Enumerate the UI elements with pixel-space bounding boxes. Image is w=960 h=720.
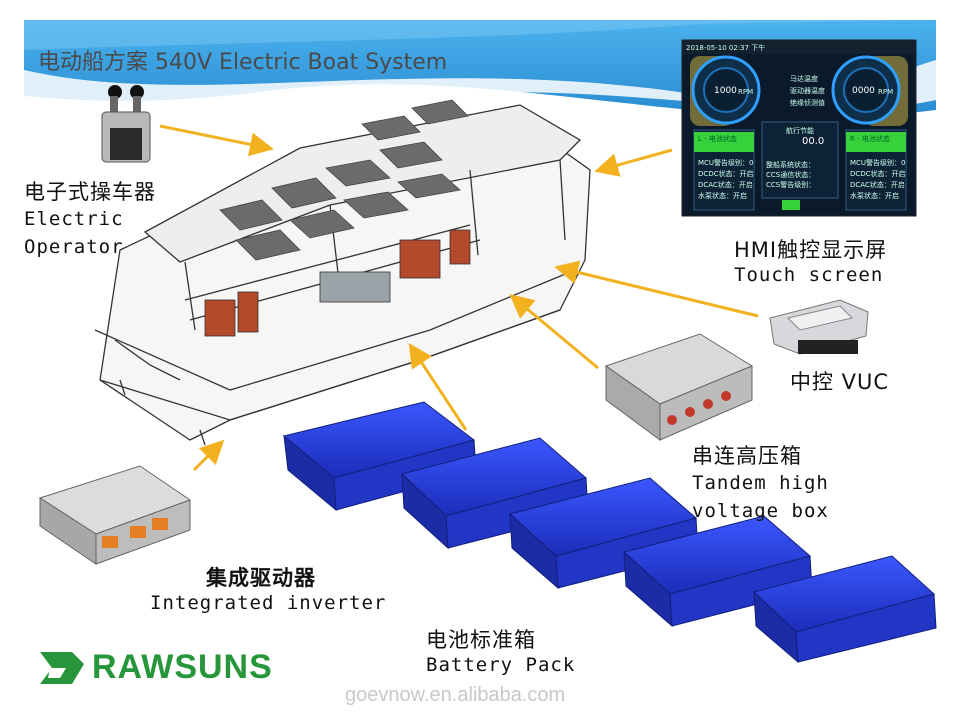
hmi-right-status-title: R - 电池状态 xyxy=(850,135,890,143)
hmi-right-gauge-value: 0000 xyxy=(852,86,875,96)
hv-box-label-en-2: voltage box xyxy=(692,500,829,522)
inverter-image xyxy=(38,465,192,565)
hmi-left-line-1: MCU警告级别：0 xyxy=(698,159,754,167)
hmi-center-title: 航行节能 xyxy=(786,127,814,135)
hmi-right-line-3: DCAC状态：开启 xyxy=(850,181,905,189)
rawsuns-logo-icon xyxy=(40,652,84,684)
hmi-label-zh: HMI触控显示屏 xyxy=(734,238,888,262)
hv-box-image xyxy=(604,333,754,441)
hv-box-label-en-1: Tandem high xyxy=(692,472,829,494)
arrow-hmi xyxy=(594,148,673,177)
battery-label-en: Battery Pack xyxy=(426,654,576,676)
battery-label-zh: 电池标准箱 xyxy=(426,628,536,652)
hmi-center-line-3: CCS警告级别： xyxy=(766,181,816,189)
arrow-hv-box xyxy=(509,294,599,370)
operator-label-en-2: Operator xyxy=(24,236,124,258)
vuc-controller-image xyxy=(769,299,869,355)
hmi-label-en: Touch screen xyxy=(734,264,884,286)
hmi-right-line-4: 水泵状态：开启 xyxy=(850,192,899,200)
hmi-center-value: 00.0 xyxy=(802,136,825,147)
hmi-left-line-4: 水泵状态：开启 xyxy=(698,192,747,200)
connector-arrows xyxy=(159,124,759,472)
battery-pack-4 xyxy=(622,515,813,628)
watermark: goevnow.en.alibaba.com xyxy=(345,684,566,706)
hmi-right-line-1: MCU警告级别：0 xyxy=(850,159,906,167)
arrow-inverter xyxy=(192,439,225,472)
hmi-left-line-2: DCDC状态：开启 xyxy=(698,170,754,178)
hmi-left-gauge-unit: RPM xyxy=(738,88,754,96)
hmi-mid-label-1: 马达温度 xyxy=(790,75,818,83)
hmi-datetime: 2018-05-10 02:37 下午 xyxy=(686,44,766,52)
inverter-label-en: Integrated inverter xyxy=(150,592,387,614)
electric-operator-image xyxy=(101,85,151,163)
hmi-mid-label-3: 绝缘侦测值 xyxy=(790,99,825,107)
hmi-screen-image xyxy=(681,39,917,217)
hmi-center-line-1: 整船系统状态： xyxy=(766,161,815,169)
hmi-left-line-3: DCAC状态：开启 xyxy=(698,181,753,189)
arrow-battery xyxy=(408,342,468,431)
hmi-right-line-2: DCDC状态：开启 xyxy=(850,170,906,178)
solar-panels xyxy=(219,99,469,261)
page-title: 电动船方案 540V Electric Boat System xyxy=(38,50,448,75)
arrow-vuc xyxy=(554,260,759,318)
operator-label-en-1: Electric xyxy=(24,208,124,230)
inverter-label-zh: 集成驱动器 xyxy=(206,566,316,590)
battery-pack-5 xyxy=(753,555,937,664)
hmi-left-status-title: L - 电池状态 xyxy=(698,135,737,143)
hmi-left-gauge-value: 1000 xyxy=(714,86,737,96)
hv-box-label-zh: 串连高压箱 xyxy=(692,444,802,468)
operator-label-zh: 电子式操车器 xyxy=(24,180,156,204)
brand-name: RAWSUNS xyxy=(92,648,273,686)
hmi-center-line-2: CCS通信状态： xyxy=(766,171,816,179)
hmi-mid-label-2: 驱动器温度 xyxy=(790,87,825,95)
vuc-label: 中控 VUC xyxy=(790,370,890,394)
arrow-operator xyxy=(159,124,274,157)
cabin-windows xyxy=(204,229,471,337)
hmi-right-gauge-unit: RPM xyxy=(878,88,894,96)
